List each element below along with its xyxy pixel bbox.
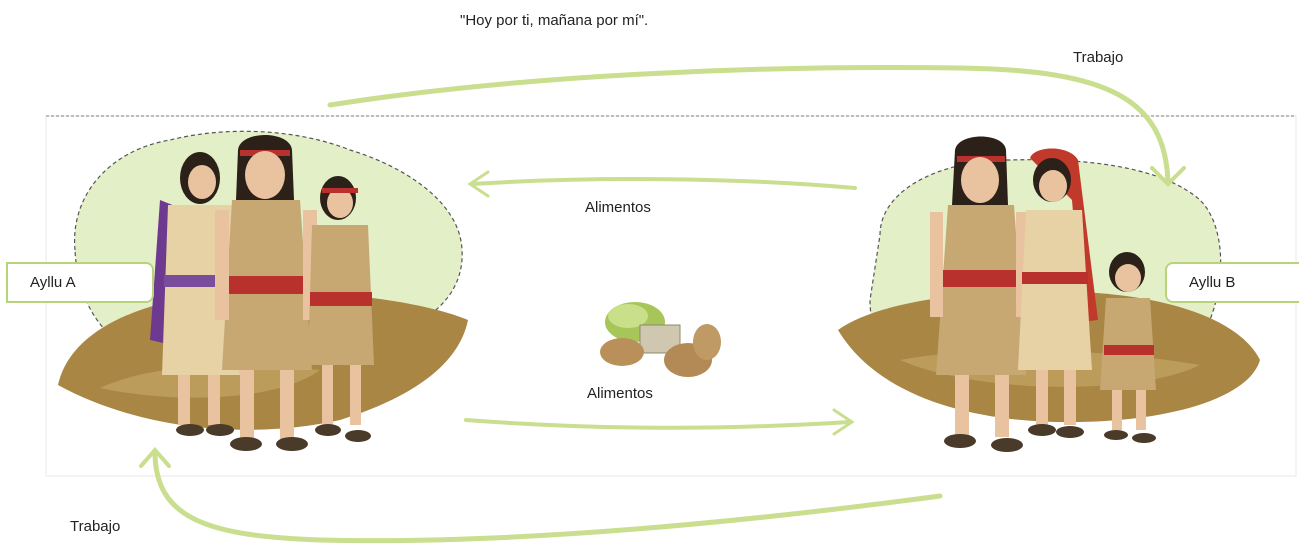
label-trabajo-top: Trabajo [1073, 49, 1124, 66]
label-alimentos-top: Alimentos [585, 199, 651, 216]
ayllu-a-group [58, 130, 468, 451]
arrow-alimentos-bottom [464, 418, 852, 430]
ayllu-a-label: Ayllu A [6, 262, 154, 303]
person-a2 [215, 135, 317, 451]
ayllu-a-text: Ayllu A [30, 274, 76, 291]
ayllu-b-group [838, 136, 1260, 452]
quote-text: "Hoy por ti, mañana por mí". [460, 12, 649, 29]
ayllu-b-text: Ayllu B [1189, 274, 1236, 291]
ayllu-b-label: Ayllu B [1165, 262, 1299, 303]
person-b3 [1100, 252, 1156, 443]
person-b2 [1018, 148, 1098, 438]
arrow-trabajo-bottom [152, 449, 943, 544]
food-bundle-image [600, 302, 721, 377]
label-alimentos-bottom: Alimentos [587, 385, 653, 402]
arrow-alimentos-top [470, 177, 857, 190]
person-a3 [308, 176, 374, 442]
arrows [139, 64, 1186, 544]
arrow-trabajo-top [327, 64, 1171, 185]
label-trabajo-bottom: Trabajo [70, 518, 121, 535]
